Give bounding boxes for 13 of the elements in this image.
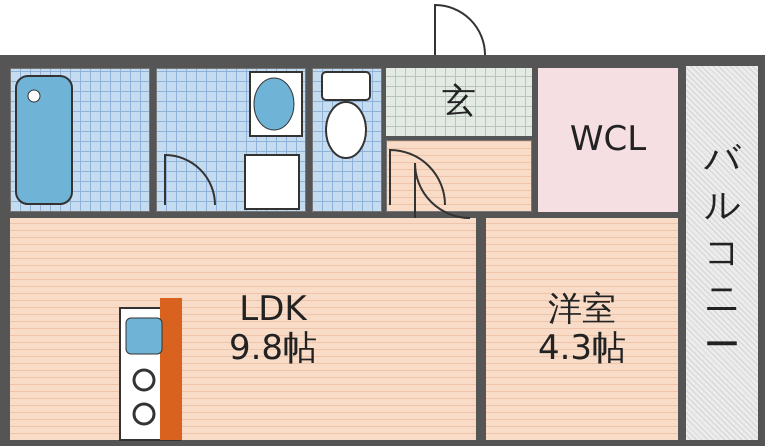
- room-name: LDK: [239, 290, 307, 329]
- room-name: WCL: [570, 120, 646, 160]
- room-name: 洋室: [548, 290, 616, 329]
- room-floor: [486, 218, 678, 440]
- room-name: バルコニー: [704, 137, 740, 368]
- room-area: 4.3帖: [538, 329, 626, 368]
- room-floor: [538, 68, 678, 212]
- room-floor: [10, 218, 476, 440]
- room-name: 玄: [442, 82, 476, 122]
- room-floor: [386, 68, 532, 136]
- room-area: 9.8帖: [228, 329, 318, 368]
- room-floor: [686, 66, 758, 440]
- room-floor: [386, 140, 532, 212]
